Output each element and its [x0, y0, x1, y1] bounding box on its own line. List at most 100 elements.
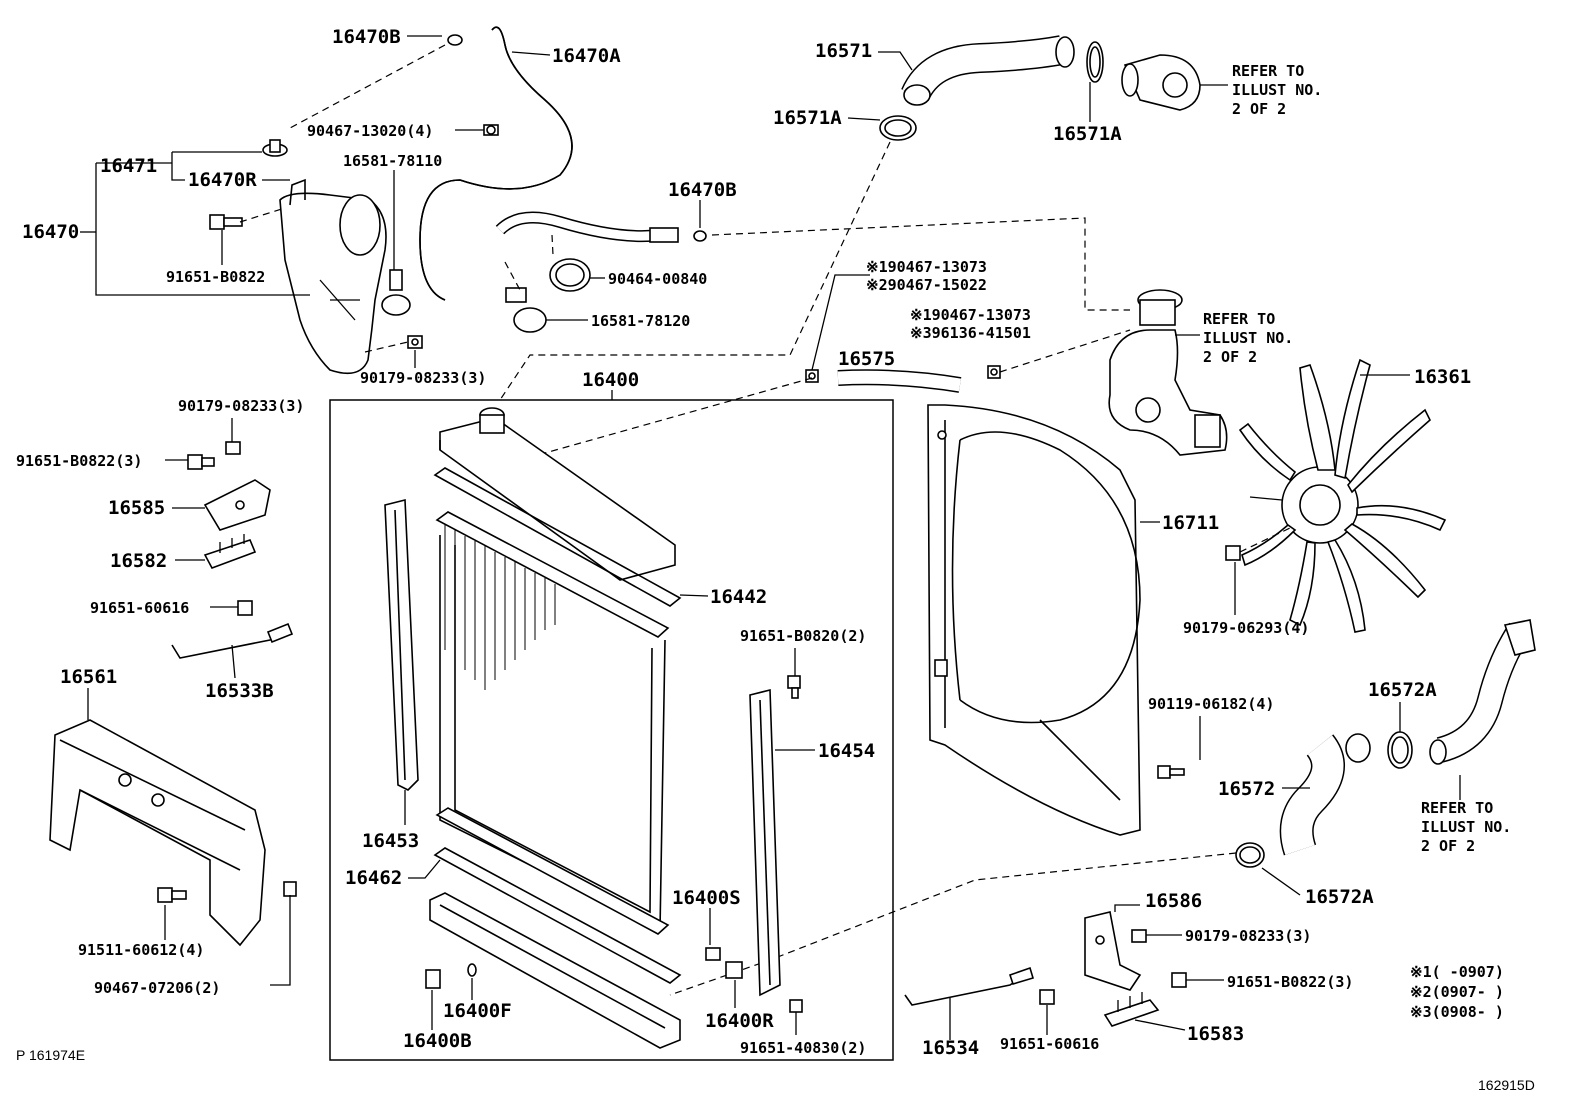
side-plate-16454[interactable] — [749, 688, 781, 997]
nut-90179-08233-left[interactable] — [225, 441, 241, 455]
label-90467-15022-2: ※290467-15022 — [866, 276, 987, 294]
support-16583[interactable] — [1103, 992, 1160, 1027]
clip-16470B-top[interactable] — [447, 34, 463, 46]
water-outlet-ref[interactable] — [1121, 54, 1201, 111]
label-16400: 16400 — [582, 369, 639, 391]
bypass-hose-group — [519, 274, 1131, 461]
bolt-91651-60616-left[interactable] — [237, 600, 253, 616]
label-96136-41501: ※396136-41501 — [910, 324, 1031, 342]
label-16571: 16571 — [815, 40, 872, 62]
stay-16533B[interactable] — [171, 622, 294, 659]
support-16582[interactable] — [203, 534, 257, 569]
label-refer2-a: REFER TO — [1203, 310, 1275, 328]
label-16361: 16361 — [1414, 366, 1471, 388]
nut-90179-08233-right[interactable] — [1131, 929, 1147, 943]
label-16561: 16561 — [60, 666, 117, 688]
bolt-91651-B0822-tank[interactable] — [209, 214, 243, 230]
label-91511-60612: 91511-60612(4) — [78, 941, 204, 959]
fan-16361[interactable] — [1225, 358, 1447, 633]
label-16400S: 16400S — [672, 887, 741, 909]
nut-90179-06293[interactable] — [1225, 545, 1241, 561]
label-90467-13020: 90467-13020(4) — [307, 122, 433, 140]
note-1: ※1( -0907) — [1410, 963, 1504, 981]
water-pump-ref[interactable] — [1108, 289, 1228, 456]
note-2: ※2(0907- ) — [1410, 983, 1504, 1001]
bolt-91651-B0820[interactable] — [787, 675, 801, 699]
nut-90179-08233-tank[interactable] — [407, 335, 423, 349]
label-91651-B0820: 91651-B0820(2) — [740, 627, 866, 645]
label-91651-B0822-c: 91651-B0822(3) — [1227, 973, 1353, 991]
label-refer1-b: ILLUST NO. — [1232, 81, 1322, 99]
label-90119-06182: 90119-06182(4) — [1148, 695, 1274, 713]
label-16582: 16582 — [110, 550, 167, 572]
radiator-16400[interactable] — [429, 407, 682, 1049]
label-16470R: 16470R — [188, 169, 257, 191]
label-16470B-top: 16470B — [332, 26, 401, 48]
bolt-91511-60612[interactable] — [157, 887, 187, 903]
cushion-16400S[interactable] — [705, 947, 721, 961]
label-16470B-mid: 16470B — [668, 179, 737, 201]
support-16586[interactable] — [1084, 911, 1142, 991]
clamp-90464-00840[interactable] — [549, 258, 591, 292]
drain-plug-16400B[interactable] — [425, 969, 441, 989]
label-16581-78120: 16581-78120 — [591, 312, 690, 330]
stay-16534[interactable] — [904, 966, 1034, 1006]
bolt-91651-B0822-right[interactable] — [1171, 972, 1187, 988]
label-refer3-b: ILLUST NO. — [1421, 818, 1511, 836]
shroud-16561[interactable] — [49, 719, 266, 947]
clamp-16581-78120[interactable] — [505, 287, 547, 333]
label-91651-B0822-b: 91651-B0822(3) — [16, 452, 142, 470]
label-16711: 16711 — [1162, 512, 1219, 534]
clip-90467-13073-b[interactable] — [987, 365, 1001, 379]
label-refer1-a: REFER TO — [1232, 62, 1304, 80]
upper-hose-group — [499, 35, 1201, 401]
clip-90467-13073-a[interactable] — [805, 369, 819, 383]
label-90179-06293: 90179-06293(4) — [1183, 619, 1309, 637]
side-plate-16453[interactable] — [384, 498, 419, 791]
fan-shroud-16711[interactable] — [927, 404, 1141, 836]
label-16400R: 16400R — [705, 1010, 774, 1032]
label-16571A-left: 16571A — [773, 107, 842, 129]
label-16572: 16572 — [1218, 778, 1275, 800]
clamp-16572A-top[interactable] — [1387, 731, 1413, 769]
label-16572A-top: 16572A — [1368, 679, 1437, 701]
leader-lines — [80, 35, 1461, 1040]
lower-pipe-ref[interactable] — [1429, 619, 1536, 765]
label-16585: 16585 — [108, 497, 165, 519]
hose-16470A[interactable] — [419, 26, 573, 301]
label-91651-60616-a: 91651-60616 — [90, 599, 189, 617]
clamp-16572A-bottom[interactable] — [1235, 842, 1265, 868]
bolt-90119-06182[interactable] — [1157, 765, 1185, 779]
bolt-91651-60616-right[interactable] — [1039, 989, 1055, 1005]
label-16454: 16454 — [818, 740, 875, 762]
bolt-91651-40830[interactable] — [789, 999, 803, 1013]
label-refer1-c: 2 OF 2 — [1232, 100, 1286, 118]
label-refer2-b: ILLUST NO. — [1203, 329, 1293, 347]
cock-16400F[interactable] — [467, 963, 477, 977]
footer-left-code: P 161974E — [16, 1047, 85, 1063]
clip-90467-13020[interactable] — [483, 124, 499, 136]
clamp-16571A-right[interactable] — [1086, 41, 1104, 83]
label-refer2-c: 2 OF 2 — [1203, 348, 1257, 366]
label-16581-78110: 16581-78110 — [343, 152, 442, 170]
clamp-16581-78110[interactable] — [381, 269, 411, 316]
label-91651-40830: 91651-40830(2) — [740, 1039, 866, 1057]
label-refer3-a: REFER TO — [1421, 799, 1493, 817]
label-90467-13073-b: ※190467-13073 — [910, 306, 1031, 324]
label-16586: 16586 — [1145, 890, 1202, 912]
label-91651-60616-b: 91651-60616 — [1000, 1035, 1099, 1053]
label-16571A-right: 16571A — [1053, 123, 1122, 145]
label-90179-08233-b: 90179-08233(3) — [178, 397, 304, 415]
label-16575: 16575 — [838, 348, 895, 370]
reservoir-group — [209, 26, 1130, 375]
cushion-16400R[interactable] — [725, 961, 743, 979]
clamp-16571A-left[interactable] — [879, 115, 917, 141]
label-16583: 16583 — [1187, 1023, 1244, 1045]
label-16470A: 16470A — [552, 45, 621, 67]
support-16585[interactable] — [203, 479, 271, 531]
clip-90467-07206[interactable] — [283, 881, 297, 897]
label-90179-08233-a: 90179-08233(3) — [360, 369, 486, 387]
bolt-91651-B0822-left[interactable] — [187, 454, 215, 470]
